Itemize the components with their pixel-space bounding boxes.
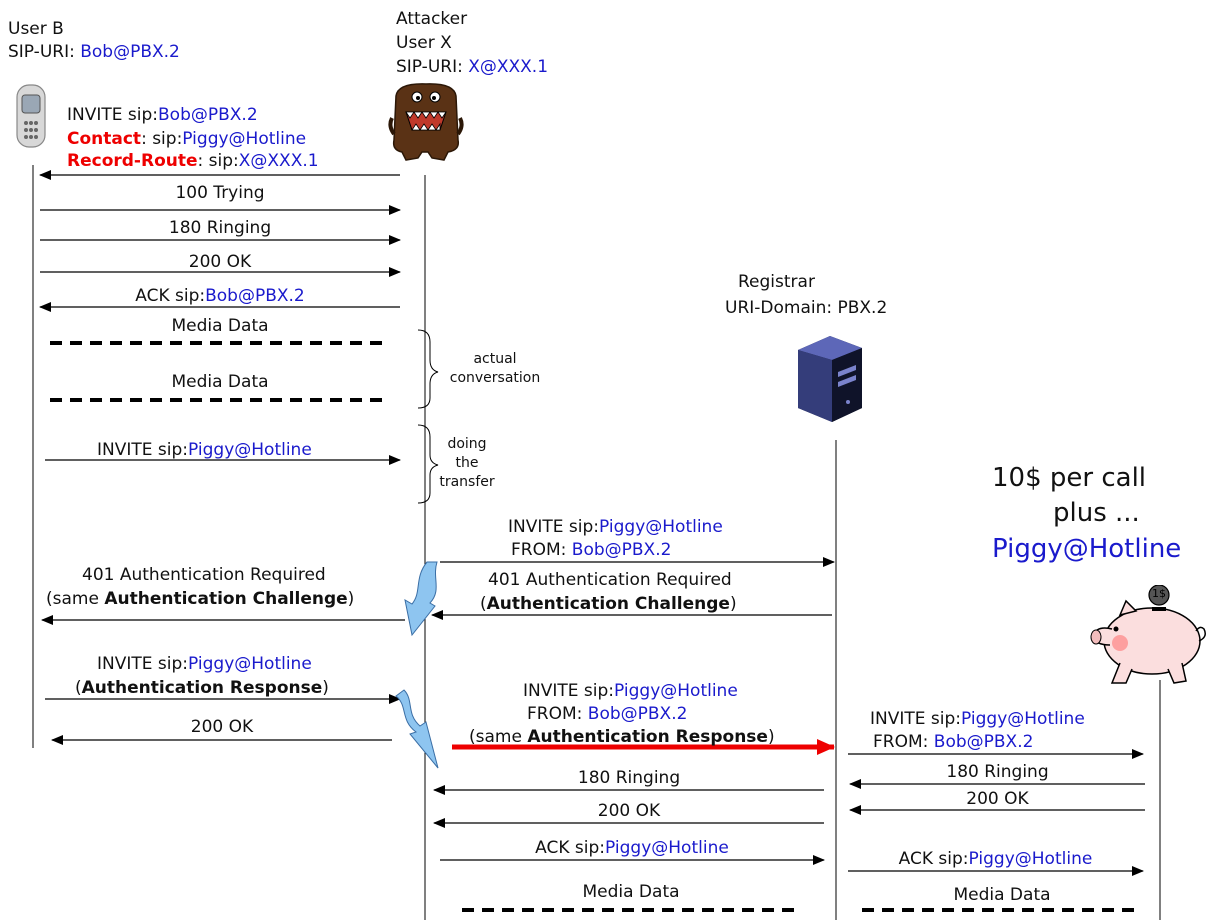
coin-label: 1$ (1152, 587, 1166, 600)
msg-ack1: ACK sip:Bob@PBX.2 (135, 286, 305, 306)
msg-ok-reg: 200 OK (597, 801, 661, 821)
msg-trying: 100 Trying (175, 183, 265, 203)
brace-conversation-line2: conversation (449, 370, 541, 386)
phone-icon (14, 83, 48, 154)
registrar-domain: URI-Domain: PBX.2 (725, 298, 888, 318)
msg-invite-reg-line2: FROM: Bob@PBX.2 (511, 540, 672, 560)
hotline-plus: plus ... (1053, 498, 1140, 528)
msg-invite-reg-line1: INVITE sip:Piggy@Hotline (508, 517, 723, 537)
piggy-bank-icon: 1$ (1082, 584, 1212, 692)
media-label-reg: Media Data (582, 882, 680, 902)
msg-ok1: 200 OK (188, 252, 252, 272)
msg-ok-hot: 200 OK (966, 789, 1029, 809)
msg-invite-transfer: INVITE sip:Piggy@Hotline (97, 440, 312, 460)
msg-401-b-line2: (same Authentication Challenge) (46, 589, 355, 609)
attacker-user: User X (396, 33, 452, 53)
msg-invite1-contact: Contact: sip:Piggy@Hotline (67, 129, 307, 149)
user-b-sip: SIP-URI: Bob@PBX.2 (8, 42, 180, 62)
msg-invite-attack-line3: (same Authentication Response) (469, 727, 775, 747)
transfer-squiggle-1 (404, 561, 438, 637)
brace-transfer (417, 424, 439, 504)
attacker-sip: SIP-URI: X@XXX.1 (396, 57, 549, 77)
msg-invite-attack-line1: INVITE sip:Piggy@Hotline (523, 681, 738, 701)
msg-401-reg-line1: 401 Authentication Required (488, 570, 732, 590)
brace-conversation (417, 329, 439, 409)
attacker-title: Attacker (396, 9, 468, 29)
msg-401-reg-line2: (Authentication Challenge) (480, 594, 737, 614)
msg-invite1-line1: INVITE sip:Bob@PBX.2 (67, 105, 258, 125)
media-label-hot: Media Data (953, 885, 1051, 905)
msg-ack-hot: ACK sip:Piggy@Hotline (898, 849, 1093, 869)
server-icon (792, 330, 868, 431)
brace-transfer-line3: transfer (439, 474, 495, 490)
brace-transfer-line2: the (455, 455, 479, 471)
msg-invite-attack-line2: FROM: Bob@PBX.2 (527, 704, 688, 724)
msg-ringing1: 180 Ringing (168, 218, 272, 238)
msg-ok-b: 200 OK (190, 717, 254, 737)
msg-invite-auth-b-line1: INVITE sip:Piggy@Hotline (97, 654, 312, 674)
user-b-title: User B (8, 19, 64, 39)
media-label-2: Media Data (171, 372, 269, 392)
brace-conversation-line1: actual (473, 351, 517, 367)
hotline-uri: Piggy@Hotline (992, 534, 1182, 564)
registrar-title: Registrar (738, 272, 815, 292)
msg-ack-reg: ACK sip:Piggy@Hotline (535, 838, 729, 858)
msg-ringing-reg: 180 Ringing (577, 768, 681, 788)
msg-ringing-hot: 180 Ringing (946, 762, 1049, 782)
monster-icon (388, 80, 464, 167)
msg-invite1-record-route: Record-Route: sip:X@XXX.1 (67, 151, 319, 171)
msg-invite-auth-b-line2: (Authentication Response) (75, 678, 329, 698)
hotline-price: 10$ per call (992, 463, 1147, 493)
media-label-1: Media Data (171, 316, 269, 336)
msg-invite-hot-line1: INVITE sip:Piggy@Hotline (870, 709, 1085, 729)
msg-401-b-line1: 401 Authentication Required (82, 565, 326, 585)
brace-transfer-line1: doing (447, 436, 487, 452)
transfer-squiggle-2 (395, 689, 439, 769)
msg-invite-hot-line2: FROM: Bob@PBX.2 (873, 732, 1034, 752)
